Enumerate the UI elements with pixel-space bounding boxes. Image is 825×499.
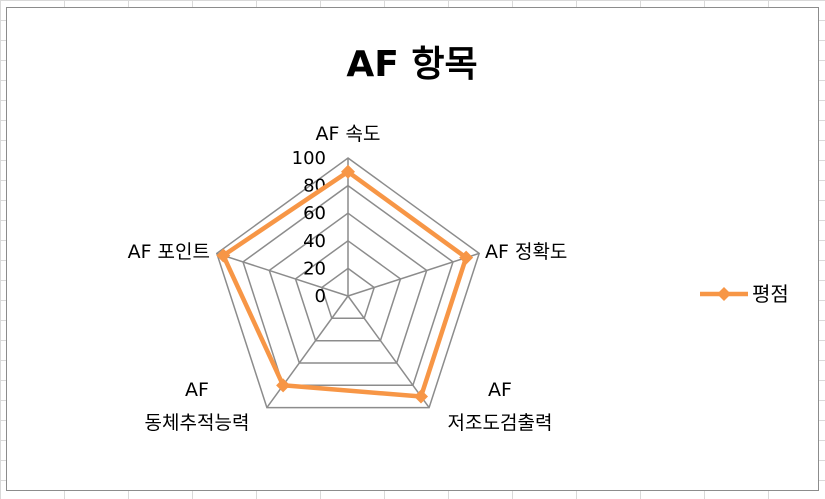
data-point-marker[interactable] [459,250,474,265]
r-axis-tick-label: 20 [303,258,326,279]
legend[interactable]: 평점 [700,282,789,306]
r-axis-tick-label: 60 [303,203,326,224]
grid-ring [215,157,481,409]
r-axis-tick-label: 0 [315,286,326,307]
category-label: AF 정확도 [485,241,567,263]
legend-marker [717,287,731,301]
data-point-marker[interactable] [341,164,355,179]
grid-ring [320,267,376,320]
category-label: 저조도검출력 [448,412,553,434]
legend-label: 평점 [752,282,789,306]
data-point-marker[interactable] [276,378,291,393]
chart-title: AF 항목 [346,44,477,85]
radar-grid [215,157,481,409]
data-point-marker[interactable] [216,248,231,263]
grid-ring [242,184,454,387]
r-axis-tick-label: 100 [292,148,326,169]
grid-ring [294,239,402,342]
grid-spoke [347,295,430,409]
grid-ring [268,212,428,364]
category-label: AF [488,379,512,401]
grid-spoke [347,252,480,297]
category-label: AF 속도 [316,123,381,145]
series-line[interactable] [221,169,469,399]
category-label: AF [185,379,209,401]
data-point-marker[interactable] [414,389,429,404]
series-layer [216,164,474,404]
grid-spoke [216,252,349,297]
chart-area[interactable] [6,7,819,491]
category-label: AF 포인트 [128,241,210,263]
category-labels: AF 속도 AF 정확도 AF 저조도검출력 AF 동체추적능력 AF 포인트 [128,123,568,434]
r-axis-tick-label: 40 [303,231,326,252]
category-label: 동체추적능력 [145,412,250,434]
